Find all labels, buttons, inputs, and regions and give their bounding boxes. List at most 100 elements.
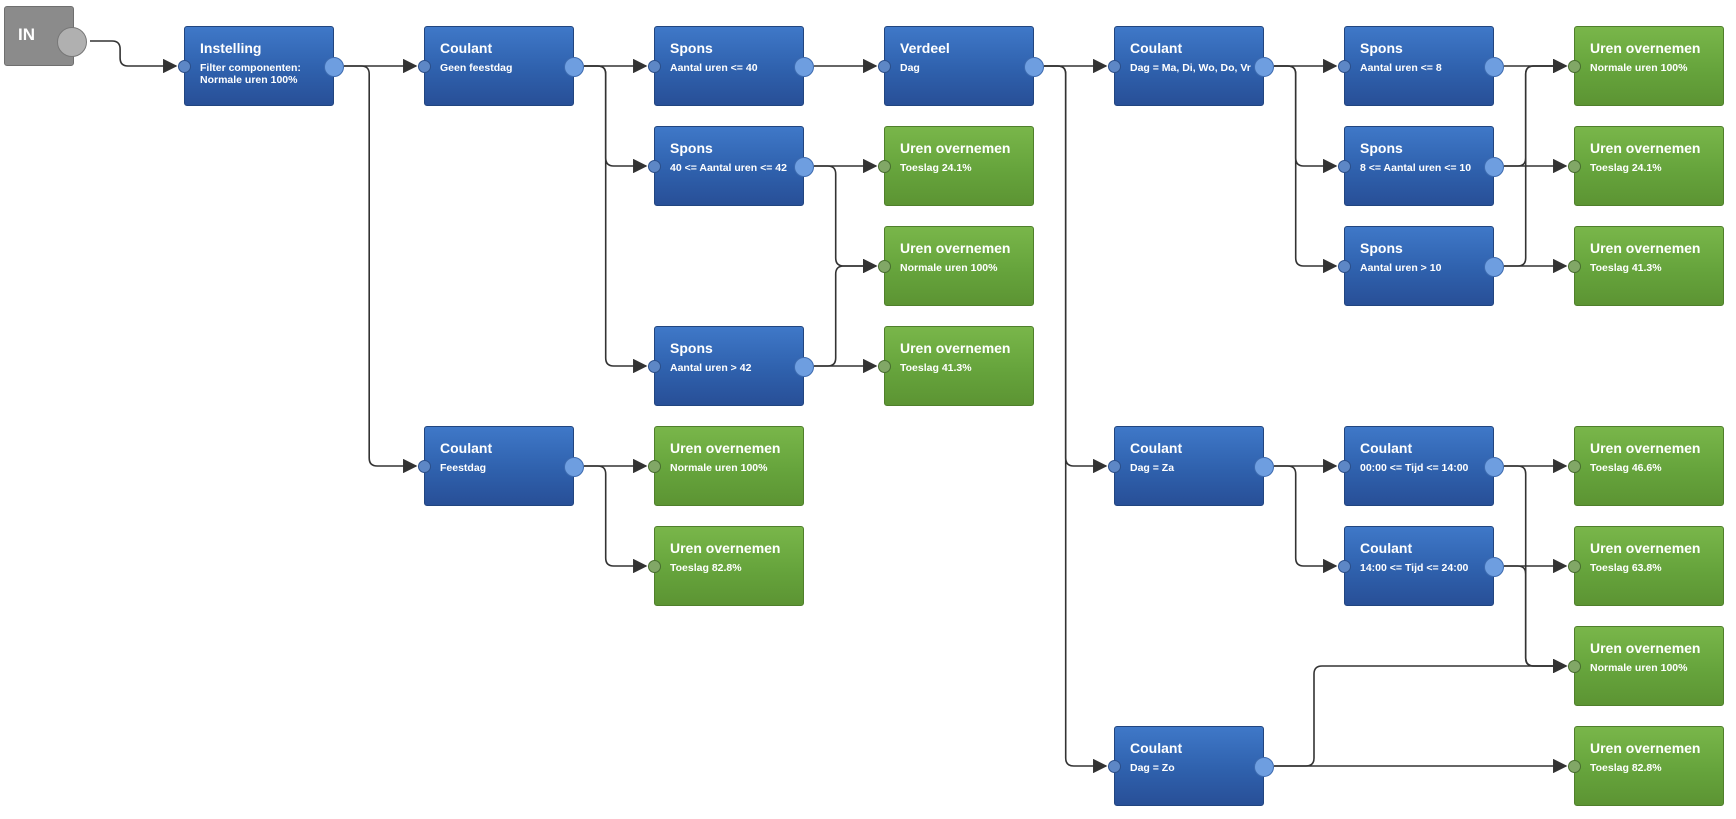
node-title: Coulant bbox=[1130, 440, 1183, 456]
output-port[interactable] bbox=[794, 57, 814, 77]
node-subtitle: Filter componenten: Normale uren 100% bbox=[200, 62, 301, 86]
output-port[interactable] bbox=[1484, 257, 1504, 277]
node-title: Coulant bbox=[1130, 40, 1183, 56]
edge-connector bbox=[1504, 58, 1568, 167]
node-subtitle: Dag = Zo bbox=[1130, 762, 1175, 774]
node-subtitle: Normale uren 100% bbox=[1590, 662, 1688, 674]
edge-connector bbox=[1044, 65, 1108, 774]
output-port[interactable] bbox=[57, 27, 87, 57]
input-port[interactable] bbox=[1568, 560, 1581, 573]
input-port[interactable] bbox=[878, 260, 891, 273]
node-title: Uren overnemen bbox=[670, 440, 781, 456]
input-port[interactable] bbox=[878, 360, 891, 373]
node-subtitle: 00:00 <= Tijd <= 14:00 bbox=[1360, 462, 1469, 474]
start-node[interactable]: IN bbox=[4, 6, 87, 66]
input-port[interactable] bbox=[1108, 460, 1121, 473]
node-title: Uren overnemen bbox=[1590, 140, 1701, 156]
output-port[interactable] bbox=[324, 57, 344, 77]
edge-connector bbox=[344, 65, 418, 474]
input-port[interactable] bbox=[648, 360, 661, 373]
input-port[interactable] bbox=[1568, 660, 1581, 673]
node-subtitle: Normale uren 100% bbox=[1590, 62, 1688, 74]
output-port[interactable] bbox=[1024, 57, 1044, 77]
output-port[interactable] bbox=[564, 457, 584, 477]
output-port[interactable] bbox=[1254, 57, 1274, 77]
node-subtitle: Normale uren 100% bbox=[670, 462, 768, 474]
edge-connector bbox=[90, 40, 178, 74]
node-title: Spons bbox=[1360, 140, 1403, 156]
node-subtitle: Toeslag 24.1% bbox=[900, 162, 972, 174]
input-port[interactable] bbox=[648, 560, 661, 573]
node-subtitle: Aantal uren <= 40 bbox=[670, 62, 758, 74]
input-port[interactable] bbox=[648, 460, 661, 473]
node-title: Spons bbox=[670, 340, 713, 356]
input-port[interactable] bbox=[648, 60, 661, 73]
input-port[interactable] bbox=[1338, 460, 1351, 473]
input-port[interactable] bbox=[1338, 160, 1351, 173]
output-port[interactable] bbox=[1254, 757, 1274, 777]
output-port[interactable] bbox=[564, 57, 584, 77]
input-port[interactable] bbox=[878, 60, 891, 73]
input-port[interactable] bbox=[178, 60, 191, 73]
edge-connector bbox=[814, 165, 878, 274]
output-port[interactable] bbox=[794, 357, 814, 377]
node-subtitle: Aantal uren > 10 bbox=[1360, 262, 1442, 274]
output-port[interactable] bbox=[1484, 557, 1504, 577]
node-subtitle: Feestdag bbox=[440, 462, 487, 474]
input-port[interactable] bbox=[1108, 60, 1121, 73]
output-port[interactable] bbox=[1484, 57, 1504, 77]
input-port[interactable] bbox=[1338, 60, 1351, 73]
output-port[interactable] bbox=[794, 157, 814, 177]
edge-connector bbox=[584, 65, 648, 374]
input-port[interactable] bbox=[648, 160, 661, 173]
input-port[interactable] bbox=[1568, 760, 1581, 773]
node-subtitle: Normale uren 100% bbox=[900, 262, 998, 274]
input-port[interactable] bbox=[1568, 460, 1581, 473]
input-port[interactable] bbox=[1568, 260, 1581, 273]
node-title: Instelling bbox=[200, 40, 262, 56]
output-port[interactable] bbox=[1254, 457, 1274, 477]
input-port[interactable] bbox=[1108, 760, 1121, 773]
output-port[interactable] bbox=[1484, 457, 1504, 477]
node-title: Uren overnemen bbox=[1590, 440, 1701, 456]
input-port[interactable] bbox=[1338, 560, 1351, 573]
node-subtitle: Toeslag 63.8% bbox=[1590, 562, 1662, 574]
node-title: Uren overnemen bbox=[1590, 640, 1701, 656]
input-port[interactable] bbox=[878, 160, 891, 173]
input-port[interactable] bbox=[418, 60, 431, 73]
input-port[interactable] bbox=[1568, 60, 1581, 73]
node-title: Coulant bbox=[1360, 540, 1413, 556]
node-title: Spons bbox=[1360, 240, 1403, 256]
input-port[interactable] bbox=[1568, 160, 1581, 173]
input-port[interactable] bbox=[418, 460, 431, 473]
output-port[interactable] bbox=[1484, 157, 1504, 177]
input-port[interactable] bbox=[1338, 260, 1351, 273]
